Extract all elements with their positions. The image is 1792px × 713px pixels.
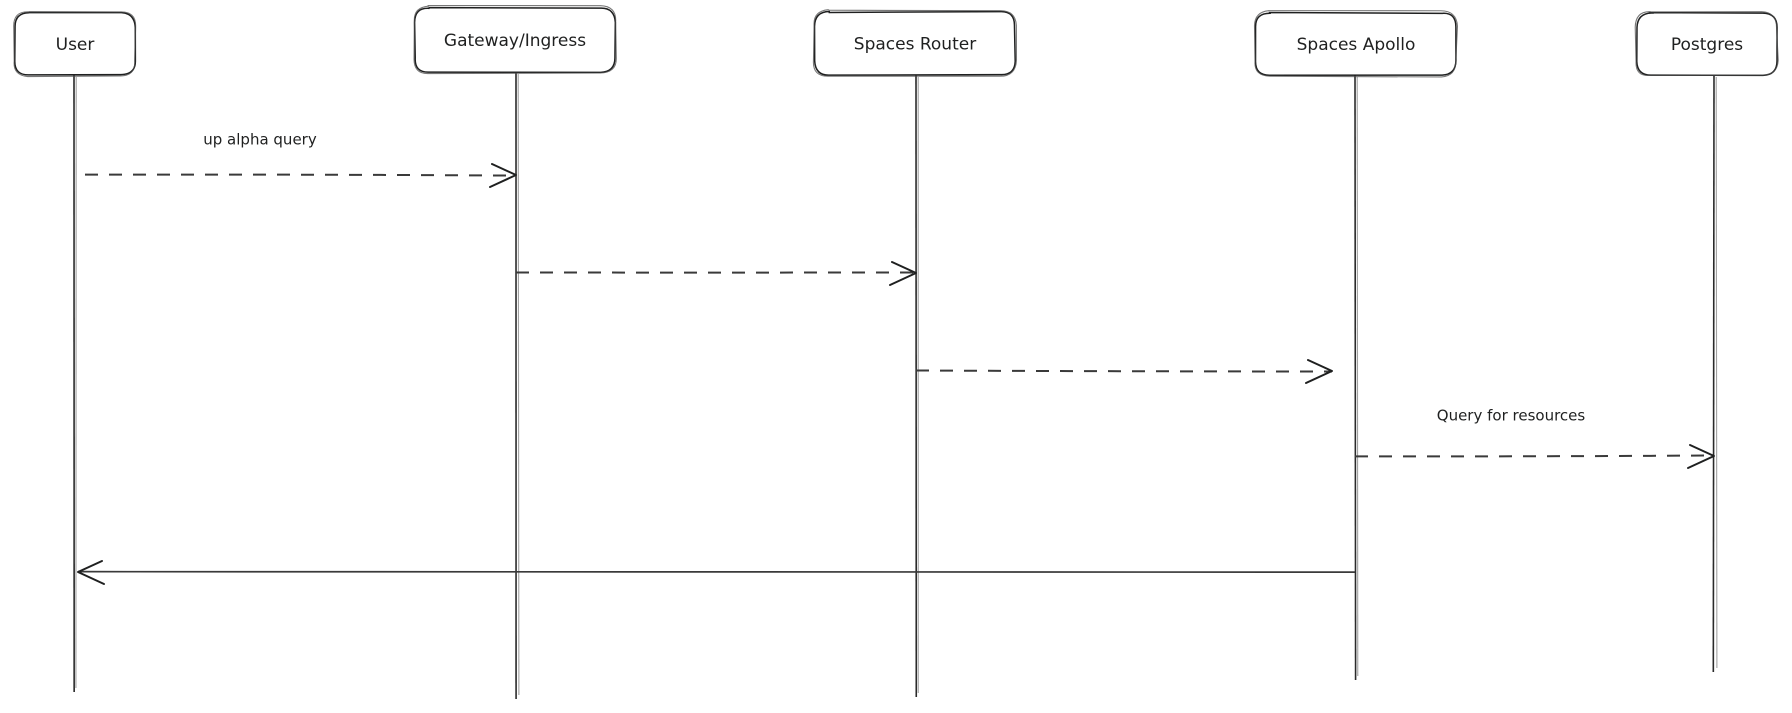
lifeline-line (1354, 74, 1357, 681)
message-arrowhead (889, 261, 917, 286)
participant-box-sketch (1634, 11, 1779, 77)
participant-label: Spaces Router (854, 35, 976, 55)
message-arrowhead (489, 163, 517, 188)
participant-spaces_apollo[interactable]: Spaces Apollo (1253, 10, 1459, 78)
lifeline-user (73, 74, 77, 693)
participant-label: User (56, 35, 95, 55)
participant-gateway[interactable]: Gateway/Ingress (413, 4, 617, 75)
message-line (915, 369, 1333, 373)
participant-box (413, 6, 617, 74)
participant-postgres[interactable]: Postgres (1634, 11, 1779, 77)
participant-label: Spaces Apollo (1297, 35, 1416, 55)
lifeline-line-sketch (1715, 76, 1718, 669)
message-label: up alpha query (203, 131, 317, 149)
message-arrowhead (1687, 444, 1715, 469)
participant-box (1254, 11, 1457, 76)
message-m1[interactable]: up alpha query (84, 131, 517, 188)
message-label: Query for resources (1437, 407, 1586, 425)
participant-box (813, 10, 1016, 76)
lifelines-layer (73, 71, 1718, 700)
participant-box-sketch (13, 11, 137, 78)
message-arrowhead (1305, 359, 1333, 384)
participant-box-sketch (1253, 10, 1459, 78)
lifeline-postgres (1712, 74, 1718, 673)
lifeline-line-sketch (1356, 76, 1359, 677)
message-line (1354, 454, 1715, 458)
participant-label: Postgres (1671, 35, 1743, 55)
message-m5[interactable] (77, 560, 1356, 585)
message-arrowhead (77, 560, 105, 585)
participant-label: Gateway/Ingress (444, 31, 586, 51)
lifeline-spaces_apollo (1354, 74, 1359, 681)
lifeline-spaces_router (915, 74, 919, 698)
message-m4[interactable]: Query for resources (1354, 407, 1715, 469)
message-line (84, 173, 517, 177)
message-m3[interactable] (915, 359, 1333, 384)
message-m2[interactable] (515, 261, 917, 286)
participant-box (14, 11, 137, 76)
participant-user[interactable]: User (13, 11, 137, 78)
lifeline-line (1712, 74, 1715, 673)
participants-layer: User Gateway/Ingress Spaces Router Spaces A… (13, 4, 1779, 78)
participant-box-sketch (812, 9, 1018, 77)
lifeline-gateway (515, 71, 520, 700)
lifeline-line-sketch (517, 73, 520, 696)
participant-box-sketch (413, 4, 617, 75)
participant-spaces_router[interactable]: Spaces Router (812, 9, 1018, 77)
